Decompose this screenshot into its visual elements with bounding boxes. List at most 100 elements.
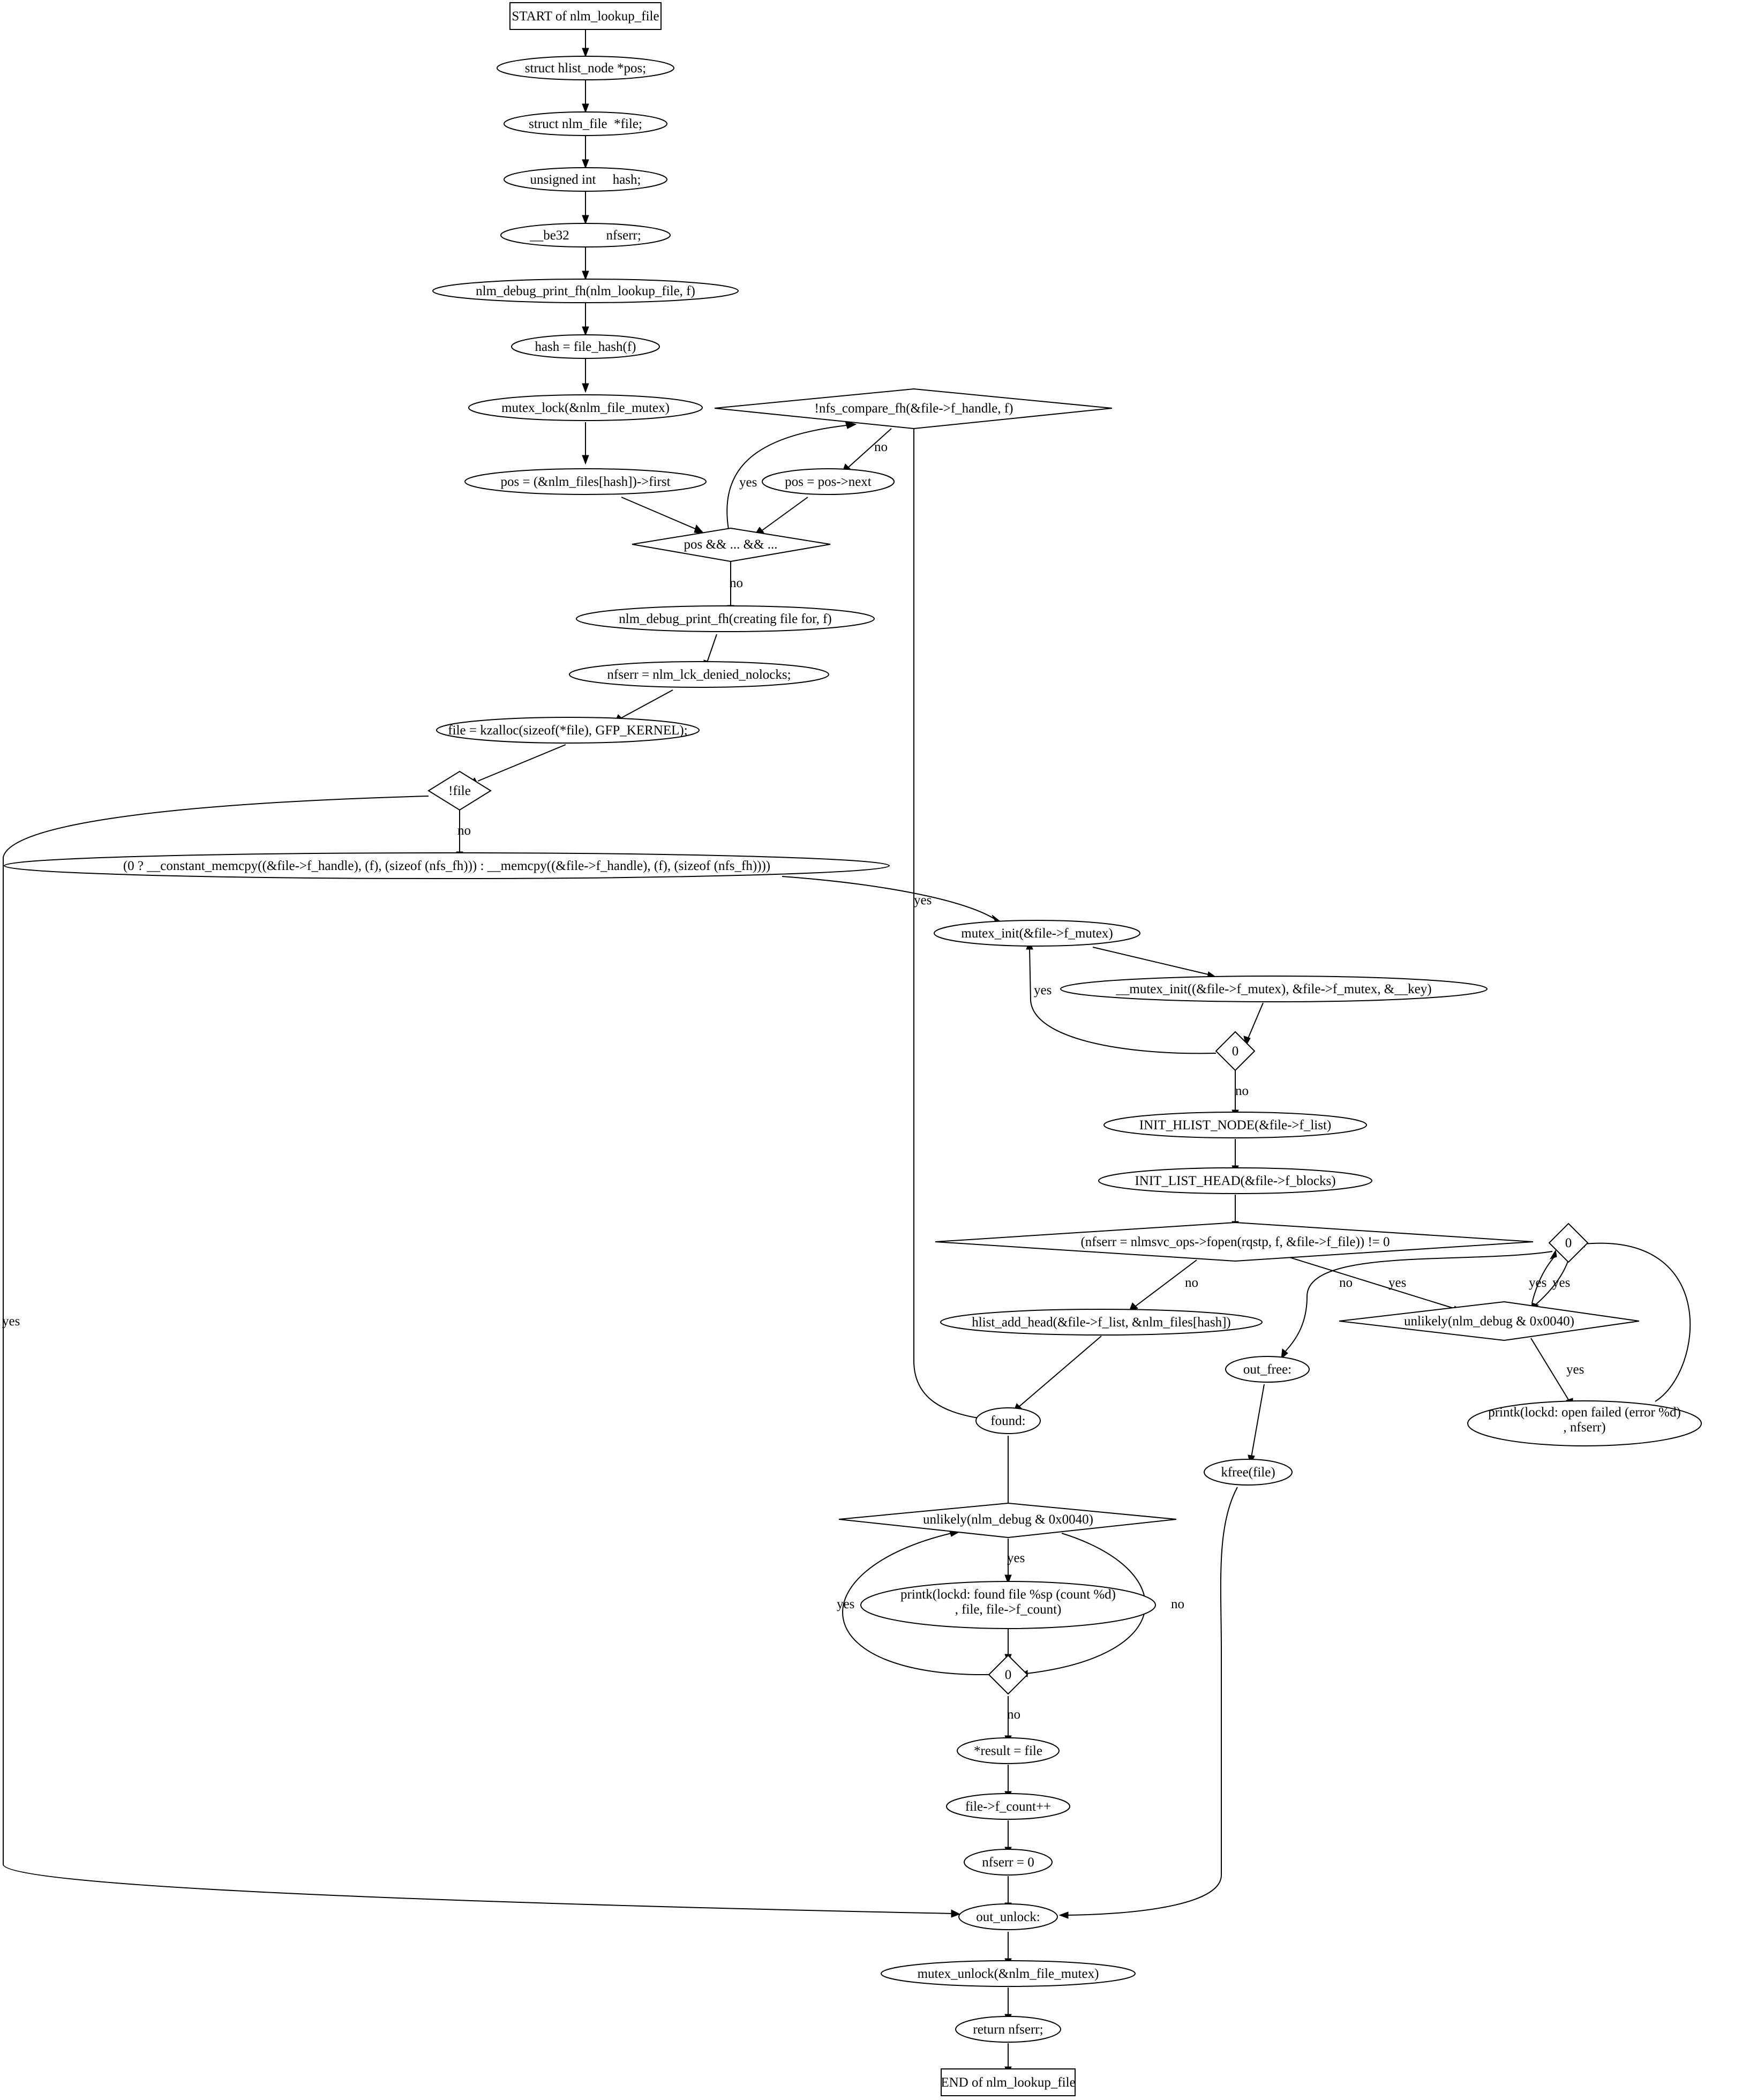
edge-pos-first-to-pos-cond — [621, 497, 697, 530]
mutex-init-label: mutex_init(&file->f_mutex) — [961, 926, 1113, 941]
pos-next-ellipse — [762, 468, 895, 495]
node-start: START of nlm_lookup_file — [509, 2, 662, 30]
node-return-nfserr: return nfserr; — [955, 2016, 1061, 2043]
node-init-list-head: INIT_LIST_HEAD(&file->f_blocks) — [1098, 1167, 1372, 1194]
zero-cond-1-diamond — [1215, 1031, 1256, 1071]
edge-mutex-init-inner-to-zero1 — [1248, 1002, 1264, 1039]
edge-kzalloc-to-not-file — [477, 744, 566, 782]
edge-label-pos-cond-yes: yes — [739, 475, 757, 490]
decl-pos-ellipse — [497, 56, 674, 80]
edge-hlist-add-to-found — [1018, 1336, 1102, 1407]
edge-label-not-file-no: no — [457, 823, 471, 838]
hlist-add-head-label: hlist_add_head(&file->f_list, &nlm_files… — [972, 1315, 1230, 1330]
node-count-inc: file->f_count++ — [946, 1793, 1070, 1820]
node-memcpy: (0 ? __constant_memcpy((&file->f_handle)… — [4, 852, 890, 879]
node-unlikely-debug-2: unlikely(nlm_debug & 0x0040) — [838, 1502, 1177, 1539]
arrowhead — [582, 48, 589, 58]
kzalloc-ellipse — [436, 717, 700, 744]
printk-open-failed-line-2: , nfserr) — [1563, 1420, 1605, 1435]
out-free-ellipse — [1225, 1356, 1310, 1383]
init-hlist-node-ellipse — [1103, 1112, 1367, 1138]
result-assign-ellipse — [957, 1737, 1060, 1764]
init-list-head-ellipse — [1098, 1167, 1372, 1194]
node-end: END of nlm_lookup_file — [941, 2068, 1076, 2096]
init-hlist-node-label: INIT_HLIST_NODE(&file->f_list) — [1139, 1118, 1331, 1132]
arrowhead — [1058, 1911, 1069, 1919]
edge-label-zero1-yes: yes — [1034, 983, 1052, 998]
arrowhead — [582, 159, 589, 169]
edge-label-zero3-yes: yes — [837, 1597, 854, 1611]
edge-unlikely1-yes-to-zero2 — [1531, 1257, 1554, 1303]
out-unlock-ellipse — [958, 1903, 1058, 1930]
debug-print-lookup-ellipse — [432, 279, 739, 303]
node-unlikely-debug-1: unlikely(nlm_debug & 0x0040) — [1339, 1301, 1640, 1341]
arrowhead — [582, 455, 589, 465]
mutex-lock-label: mutex_lock(&nlm_file_mutex) — [501, 401, 670, 415]
nfserr-denied-ellipse — [569, 661, 829, 688]
end-box — [941, 2068, 1076, 2096]
edge-label-zero2-no: no — [1339, 1276, 1353, 1290]
edge-not-file-yes-to-out-unlock — [3, 796, 954, 1914]
printk-found-line-2: , file, file->f_count) — [955, 1602, 1062, 1617]
node-kfree: kfree(file) — [1204, 1459, 1293, 1486]
edge-label-zero1-no: no — [1235, 1084, 1249, 1098]
kfree-ellipse — [1204, 1459, 1293, 1486]
edge-kfree-to-out-unlock — [1065, 1487, 1238, 1916]
debug-print-creating-label: nlm_debug_print_fh(creating file for, f) — [619, 612, 831, 626]
compare-fh-label: !nfs_compare_fh(&file->f_handle, f) — [815, 401, 1013, 416]
node-found: found: — [975, 1407, 1041, 1434]
out-free-label: out_free: — [1243, 1362, 1292, 1377]
edge-memcpy-to-mutex-init — [782, 876, 996, 920]
arrowhead — [951, 1909, 961, 1918]
count-inc-label: file->f_count++ — [965, 1799, 1051, 1814]
decl-file-ellipse — [504, 111, 667, 136]
node-not-file: !file — [427, 770, 492, 811]
unlikely-debug-1-label: unlikely(nlm_debug & 0x0040) — [1404, 1314, 1574, 1329]
mutex-unlock-label: mutex_unlock(&nlm_file_mutex) — [918, 1967, 1099, 1981]
pos-first-label: pos = (&nlm_files[hash])->first — [500, 475, 670, 489]
mutex-init-ellipse — [934, 920, 1140, 947]
node-pos-next: pos = pos->next — [762, 468, 895, 495]
out-unlock-label: out_unlock: — [976, 1910, 1040, 1924]
debug-print-creating-ellipse — [576, 605, 875, 632]
compare-fh-diamond — [714, 388, 1113, 430]
printk-found-line-1: printk(lockd: found file %sp (count %d) — [900, 1587, 1116, 1602]
edge-fopen-no-to-hlist-add — [1135, 1259, 1197, 1307]
node-decl-file: struct nlm_file *file; — [504, 111, 667, 136]
edge-printk-to-zero2 — [1584, 1242, 1691, 1402]
fopen-cond-diamond — [935, 1221, 1534, 1262]
node-kzalloc: file = kzalloc(sizeof(*file), GFP_KERNEL… — [436, 717, 700, 744]
kzalloc-label: file = kzalloc(sizeof(*file), GFP_KERNEL… — [448, 723, 687, 738]
node-mutex-init-inner: __mutex_init((&file->f_mutex), &file->f_… — [1060, 976, 1488, 1002]
edge-label-compare-no: no — [874, 440, 888, 454]
end-label: END of nlm_lookup_file — [941, 2075, 1075, 2090]
edge-compare-no-to-pos-next — [848, 428, 892, 468]
edge-label-unlikely1-no: yes — [1529, 1276, 1546, 1290]
edge-zero3-yes-to-unlikely2 — [842, 1533, 989, 1676]
node-pos-cond: pos && ... && ... — [632, 527, 831, 562]
nodes: START of nlm_lookup_file struct hlist_no… — [4, 2, 1702, 2096]
node-mutex-lock: mutex_lock(&nlm_file_mutex) — [468, 394, 703, 421]
unlikely-debug-2-diamond — [838, 1502, 1177, 1539]
node-decl-hash: unsigned int hash; — [504, 167, 667, 192]
pos-next-label: pos = pos->next — [785, 475, 872, 489]
found-label: found: — [990, 1414, 1025, 1428]
edge-mutex-init-to-mutex-init-inner — [1092, 947, 1211, 976]
edge-label-compare-yes: yes — [914, 893, 932, 908]
decl-pos-label: struct hlist_node *pos; — [525, 61, 646, 76]
arrowhead — [1549, 1249, 1557, 1259]
printk-open-failed-line-1: printk(lockd: open failed (error %d) — [1488, 1405, 1681, 1420]
debug-print-lookup-label: nlm_debug_print_fh(nlm_lookup_file, f) — [476, 284, 695, 298]
node-hash-assign: hash = file_hash(f) — [511, 334, 660, 359]
node-zero-cond-1: 0 — [1215, 1031, 1256, 1071]
node-out-unlock: out_unlock: — [958, 1903, 1058, 1930]
edge-out-free-to-kfree — [1251, 1384, 1265, 1458]
arrowhead — [582, 103, 589, 114]
edge-label-zero3-no: no — [1007, 1707, 1020, 1722]
hlist-add-head-ellipse — [940, 1309, 1263, 1336]
arrowhead — [582, 271, 589, 281]
edge-pos-cond-yes-to-compare — [726, 425, 847, 530]
node-nfserr-zero: nfserr = 0 — [964, 1849, 1053, 1876]
